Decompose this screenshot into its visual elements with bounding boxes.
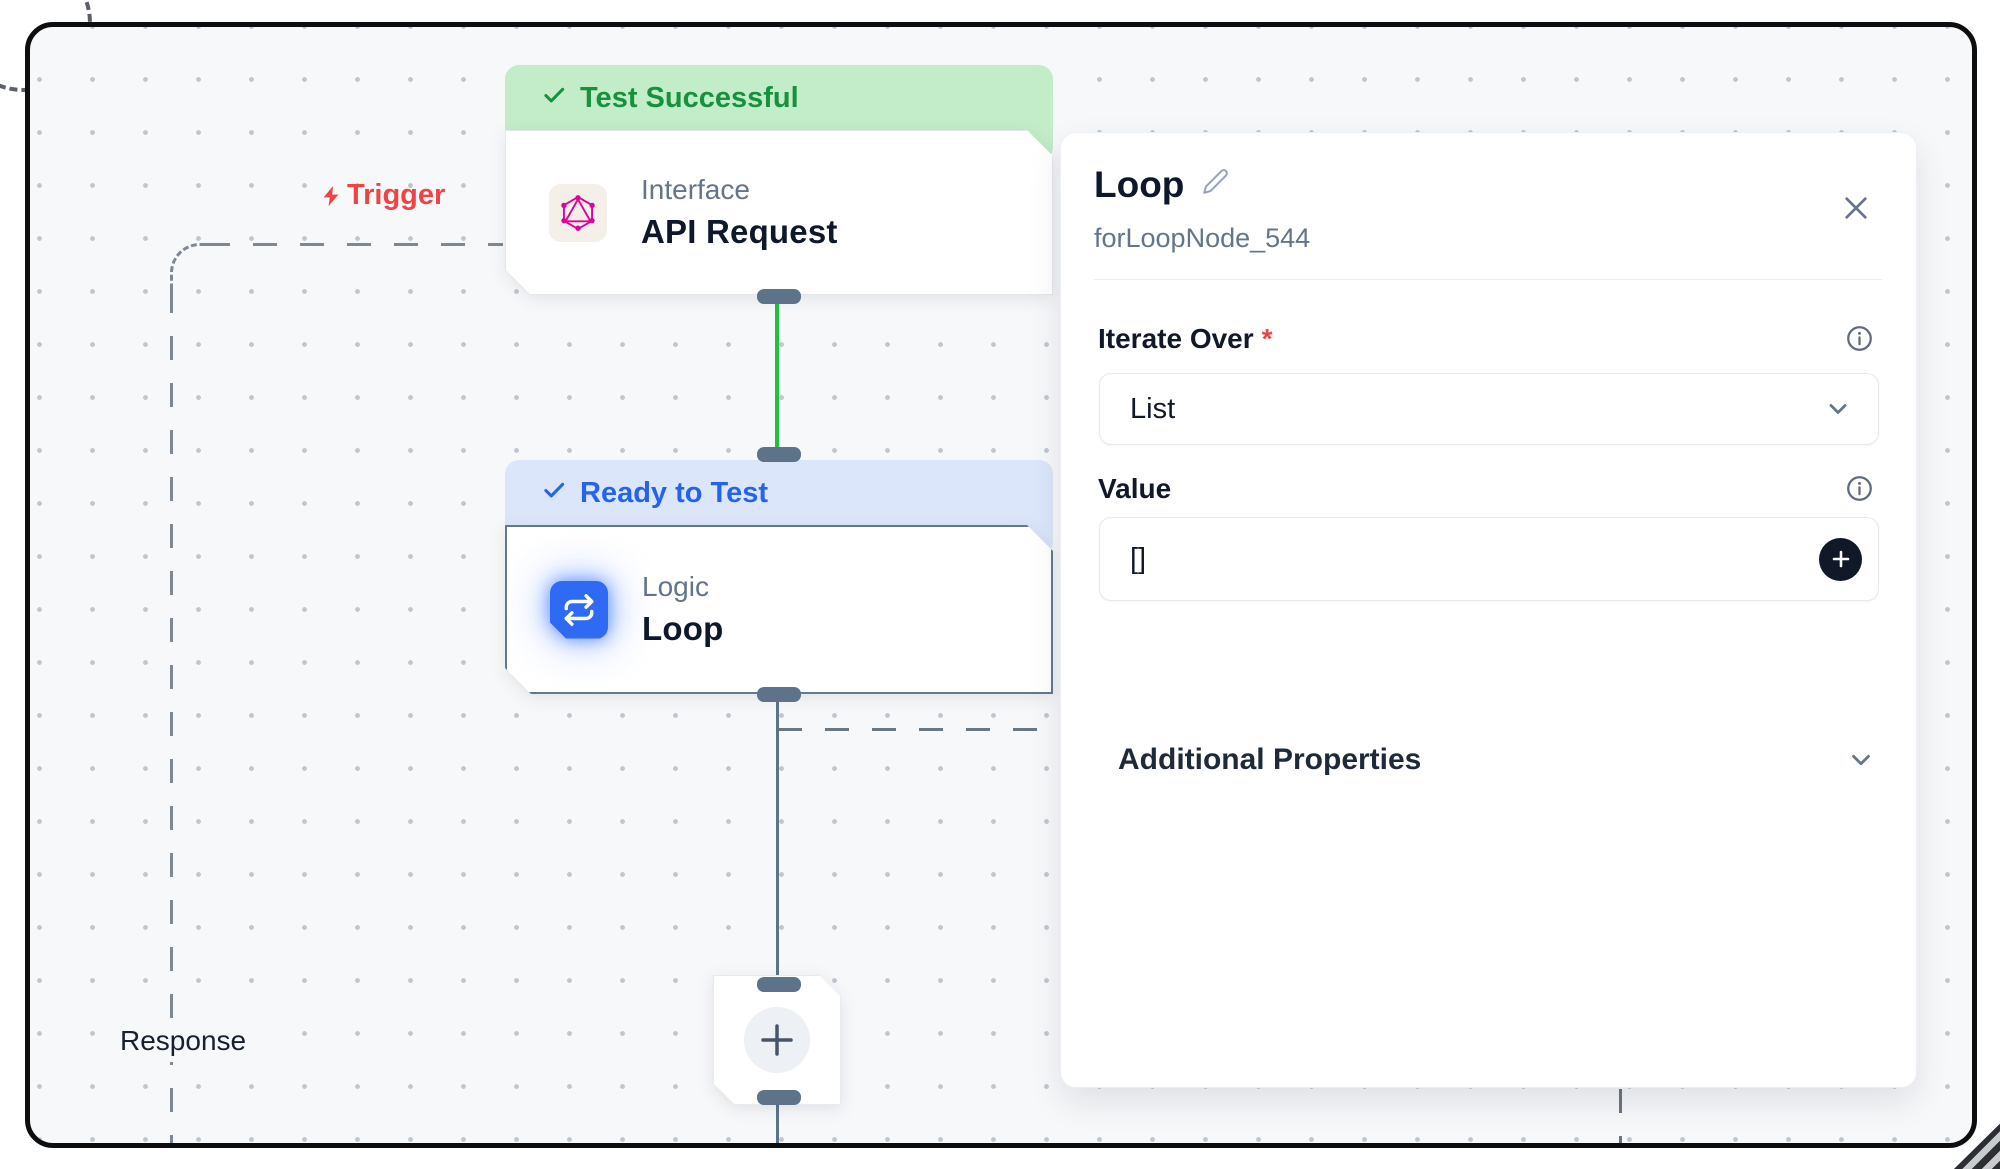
value-input[interactable]: [] [1099, 517, 1879, 601]
edge-below-add [776, 1103, 779, 1143]
trigger-edge-horizontal [206, 243, 503, 246]
plus-icon [756, 1019, 798, 1061]
check-icon [541, 82, 567, 108]
loop-input-handle[interactable] [757, 447, 801, 462]
graphql-icon [549, 184, 607, 242]
info-icon[interactable] [1846, 325, 1873, 352]
loop-body-edge [778, 728, 1068, 731]
add-node-input-handle[interactable] [757, 977, 801, 992]
add-node-card[interactable] [713, 975, 841, 1105]
trigger-edge-corner [170, 243, 211, 294]
pencil-icon[interactable] [1202, 168, 1229, 195]
loop-output-handle[interactable] [757, 687, 801, 702]
app-window: Trigger Response Test Successful [25, 22, 1977, 1148]
panel-title: Loop [1094, 164, 1185, 205]
iterate-over-select[interactable]: List [1099, 373, 1879, 445]
node-title-label: API Request [641, 213, 838, 250]
add-node-button[interactable] [744, 1007, 810, 1073]
additional-properties-toggle[interactable]: Additional Properties [1118, 743, 1876, 777]
value-label: Value [1098, 473, 1172, 504]
loop-body-edge-return [1619, 1089, 1622, 1143]
workflow-canvas: Trigger Response Test Successful [30, 27, 1972, 1143]
add-node-output-handle[interactable] [757, 1090, 801, 1105]
response-edge-label: Response [110, 1020, 257, 1062]
status-banner-text: Ready to Test [580, 477, 769, 509]
node-title-label: Loop [642, 610, 724, 647]
chevron-down-icon [1824, 395, 1852, 423]
check-icon [541, 477, 567, 503]
add-value-button[interactable] [1819, 537, 1862, 581]
trigger-edge-label: Trigger [320, 179, 445, 212]
panel-node-id: forLoopNode_544 [1094, 223, 1311, 253]
api-request-node[interactable]: Interface API Request [505, 130, 1053, 295]
iterate-over-selected-value: List [1130, 392, 1176, 425]
iterate-over-label: Iterate Over* [1098, 323, 1273, 354]
node-properties-panel: Loop forLoopNode_544 Iterate Over* List [1060, 132, 1917, 1088]
node-category-label: Interface [641, 174, 750, 205]
close-icon[interactable] [1840, 192, 1872, 224]
node-category-label: Logic [642, 571, 709, 602]
repeat-loop-icon [550, 581, 608, 639]
value-input-content: [] [1130, 542, 1147, 575]
loop-node[interactable]: Logic Loop [505, 525, 1053, 694]
chevron-down-icon [1846, 745, 1876, 775]
required-asterisk: * [1261, 323, 1273, 354]
panel-divider [1094, 279, 1882, 280]
additional-properties-label: Additional Properties [1118, 743, 1422, 776]
trigger-edge-vertical [170, 289, 173, 1143]
trigger-edge-label-text: Trigger [347, 179, 446, 211]
info-icon[interactable] [1846, 475, 1873, 502]
edge-loop-to-add [776, 699, 779, 980]
api-output-handle[interactable] [757, 289, 801, 304]
edge-api-to-loop [775, 301, 779, 455]
status-banner-text: Test Successful [580, 82, 799, 114]
lightning-bolt-icon [320, 181, 344, 211]
